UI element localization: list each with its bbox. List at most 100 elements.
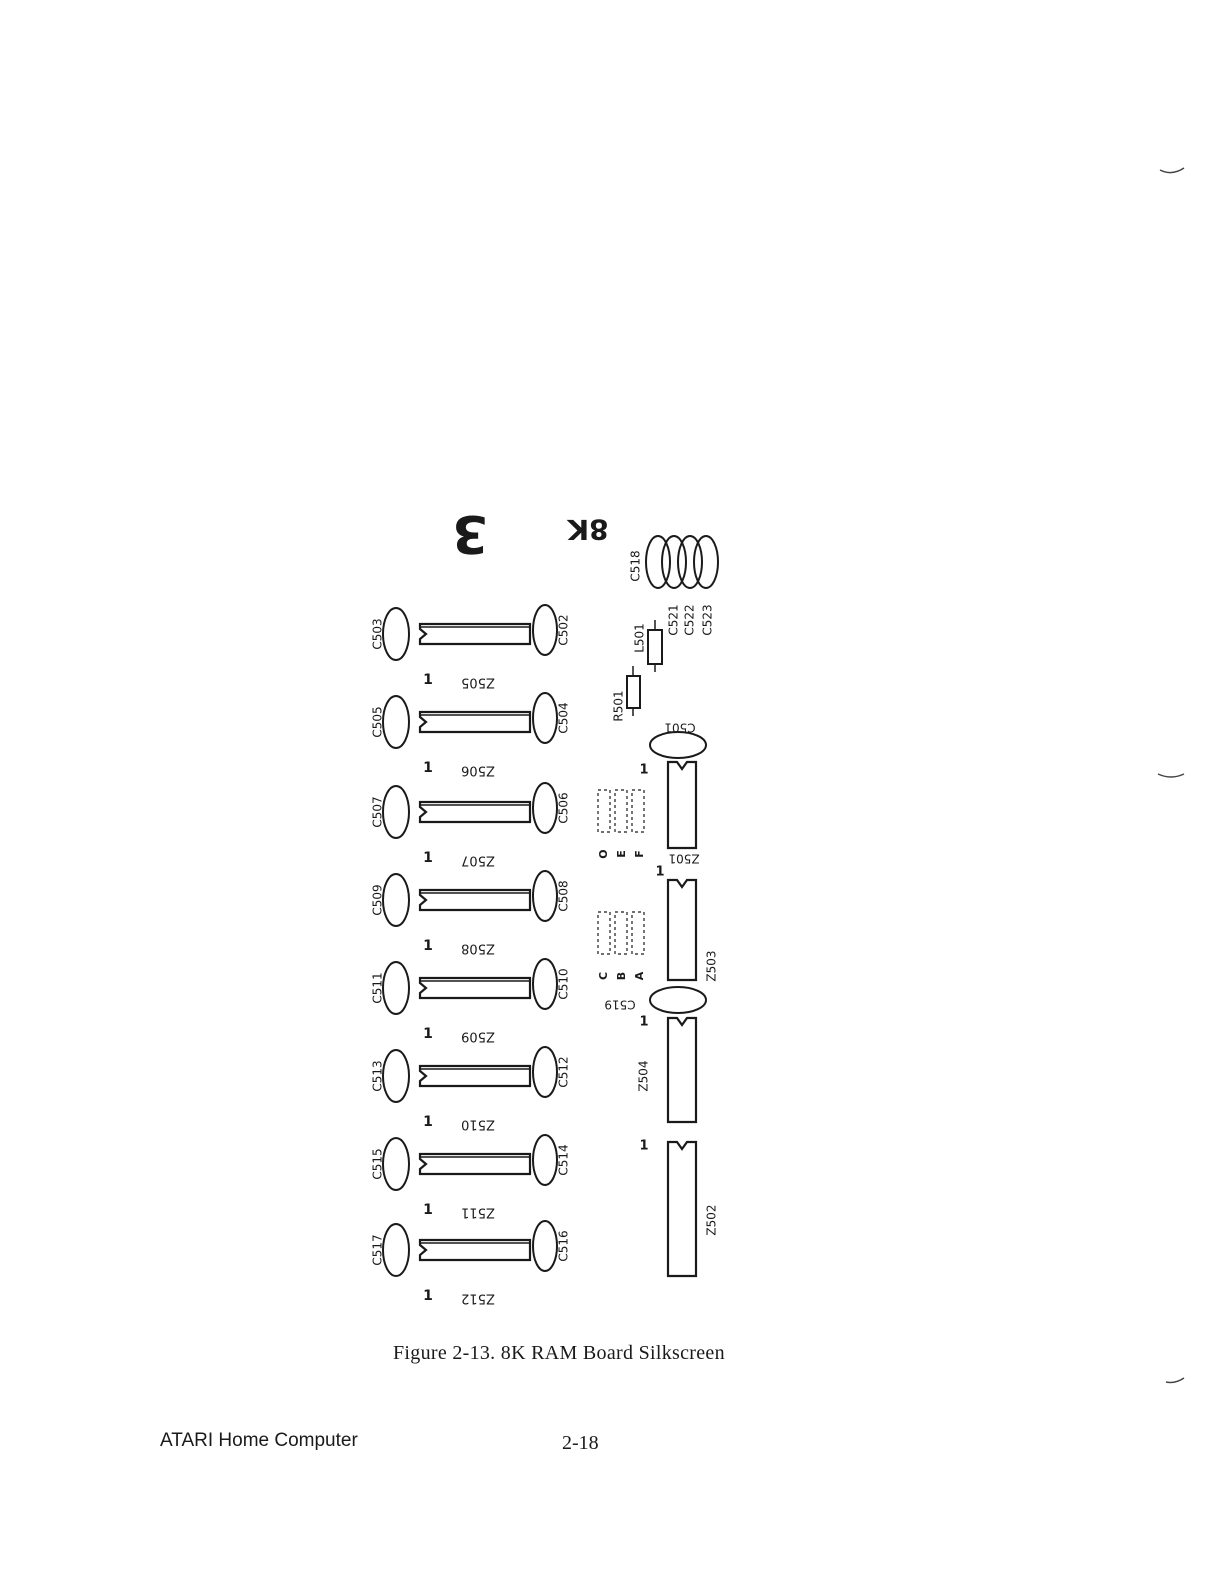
capacitor-right bbox=[533, 1221, 557, 1271]
capacitor-left-label: C509 bbox=[371, 884, 385, 915]
pin-one-marker: 1 bbox=[639, 1139, 648, 1154]
cap-label: C521 bbox=[667, 604, 681, 635]
pin-one-marker: 1 bbox=[423, 1202, 433, 1218]
memory-row: C511 C510 1 Z509 bbox=[371, 959, 571, 1044]
cap-label: C523 bbox=[701, 604, 715, 635]
capacitor-right bbox=[533, 871, 557, 921]
dip-chip-vertical bbox=[668, 880, 696, 980]
chip-designator: Z512 bbox=[461, 1291, 495, 1306]
chip-designator: Z511 bbox=[461, 1205, 495, 1220]
footer-title: ATARI Home Computer bbox=[160, 1430, 358, 1452]
jumper-label: F bbox=[633, 850, 646, 858]
jumper-block-bottom bbox=[598, 912, 644, 954]
board-size-label: 8K bbox=[566, 513, 608, 546]
pin-one-marker: 1 bbox=[423, 672, 433, 688]
chip-label: Z501 bbox=[668, 852, 699, 866]
scan-edge-mark bbox=[1158, 160, 1186, 180]
inductor bbox=[648, 630, 662, 664]
pin-one-marker: 1 bbox=[423, 1288, 433, 1304]
pin-one-marker: 1 bbox=[423, 760, 433, 776]
pin-one-marker: 1 bbox=[423, 850, 433, 866]
pin-one-marker: 1 bbox=[423, 1026, 433, 1042]
memory-row: C507 C506 1 Z507 bbox=[371, 783, 571, 868]
jumper-block-top bbox=[598, 790, 644, 832]
cap-label: C518 bbox=[629, 550, 643, 581]
capacitor-left-label: C513 bbox=[371, 1060, 385, 1091]
capacitor-left bbox=[383, 874, 409, 926]
chip-label: Z504 bbox=[637, 1060, 651, 1091]
cap-c501-label: C501 bbox=[664, 721, 695, 735]
cap-group-outline bbox=[694, 536, 718, 588]
capacitor-right-label: C504 bbox=[557, 702, 571, 733]
page-number: 2-18 bbox=[562, 1432, 599, 1455]
capacitor-left bbox=[383, 962, 409, 1014]
dip-chip-vertical bbox=[668, 1018, 696, 1122]
memory-row: C509 C508 1 Z508 bbox=[371, 871, 571, 956]
capacitor-right bbox=[533, 693, 557, 743]
figure-caption: Figure 2-13. 8K RAM Board Silkscreen bbox=[393, 1342, 813, 1365]
jumper-label: E bbox=[615, 850, 628, 858]
capacitor-right-label: C502 bbox=[557, 614, 571, 645]
memory-row: C515 C514 1 Z511 bbox=[371, 1135, 571, 1220]
capacitor-right-label: C514 bbox=[557, 1144, 571, 1175]
memory-row: C517 C516 1 Z512 bbox=[371, 1221, 571, 1306]
chip-designator: Z510 bbox=[461, 1117, 495, 1132]
capacitor-right bbox=[533, 605, 557, 655]
capacitor-right-label: C506 bbox=[557, 792, 571, 823]
resistor bbox=[627, 676, 640, 708]
dip-chip-vertical bbox=[668, 762, 696, 848]
capacitor-left bbox=[383, 786, 409, 838]
inductor-label: L501 bbox=[633, 623, 647, 653]
chip-designator: Z508 bbox=[461, 941, 495, 956]
capacitor-left bbox=[383, 696, 409, 748]
board-number: 3 bbox=[452, 503, 488, 563]
memory-row: C513 C512 1 Z510 bbox=[371, 1047, 571, 1132]
cap-label: C522 bbox=[683, 604, 697, 635]
pin-one-marker: 1 bbox=[423, 938, 433, 954]
scan-edge-mark bbox=[1156, 766, 1186, 786]
capacitor-left-label: C507 bbox=[371, 796, 385, 827]
capacitor-right-label: C510 bbox=[557, 968, 571, 999]
jumper-label: C bbox=[597, 972, 610, 980]
jumper-label: B bbox=[615, 972, 628, 980]
capacitor-right-label: C512 bbox=[557, 1056, 571, 1087]
capacitor-right-label: C516 bbox=[557, 1230, 571, 1261]
chip-label: Z503 bbox=[705, 950, 719, 981]
dip-chip-vertical bbox=[668, 1142, 696, 1276]
resistor-label: R501 bbox=[612, 690, 626, 721]
capacitor-left bbox=[383, 1138, 409, 1190]
capacitor-left bbox=[383, 1050, 409, 1102]
jumper-label: O bbox=[597, 849, 610, 858]
chip-designator: Z505 bbox=[461, 675, 495, 690]
right-chip-group bbox=[668, 762, 696, 1276]
capacitor-c519 bbox=[650, 987, 706, 1013]
chip-designator: Z506 bbox=[461, 763, 495, 778]
capacitor-right bbox=[533, 1135, 557, 1185]
capacitor-right bbox=[533, 1047, 557, 1097]
capacitor-left-label: C511 bbox=[371, 972, 385, 1003]
scan-edge-mark bbox=[1164, 1370, 1186, 1390]
capacitor-left bbox=[383, 608, 409, 660]
pin-one-marker: 1 bbox=[655, 865, 664, 880]
chip-label: Z502 bbox=[705, 1204, 719, 1235]
capacitor-left bbox=[383, 1224, 409, 1276]
capacitor-left-label: C515 bbox=[371, 1148, 385, 1179]
jumper-label: A bbox=[633, 971, 646, 980]
pin-one-marker: 1 bbox=[639, 763, 648, 778]
capacitor-right bbox=[533, 959, 557, 1009]
pin-one-marker: 1 bbox=[639, 1015, 648, 1030]
capacitor-left-label: C517 bbox=[371, 1234, 385, 1265]
capacitor-left-label: C503 bbox=[371, 618, 385, 649]
memory-row: C505 C504 1 Z506 bbox=[371, 693, 571, 778]
memory-row: C503 C502 1 Z505 bbox=[371, 605, 571, 690]
capacitor-left-label: C505 bbox=[371, 706, 385, 737]
capacitor-c501 bbox=[650, 732, 706, 758]
chip-designator: Z507 bbox=[461, 853, 495, 868]
cap-c519-label: C519 bbox=[604, 998, 635, 1012]
capacitor-right-label: C508 bbox=[557, 880, 571, 911]
support-components: C518 C521 C522 C523 L501 R501 C501 O bbox=[597, 536, 719, 1276]
chip-designator: Z509 bbox=[461, 1029, 495, 1044]
pin-one-marker: 1 bbox=[423, 1114, 433, 1130]
